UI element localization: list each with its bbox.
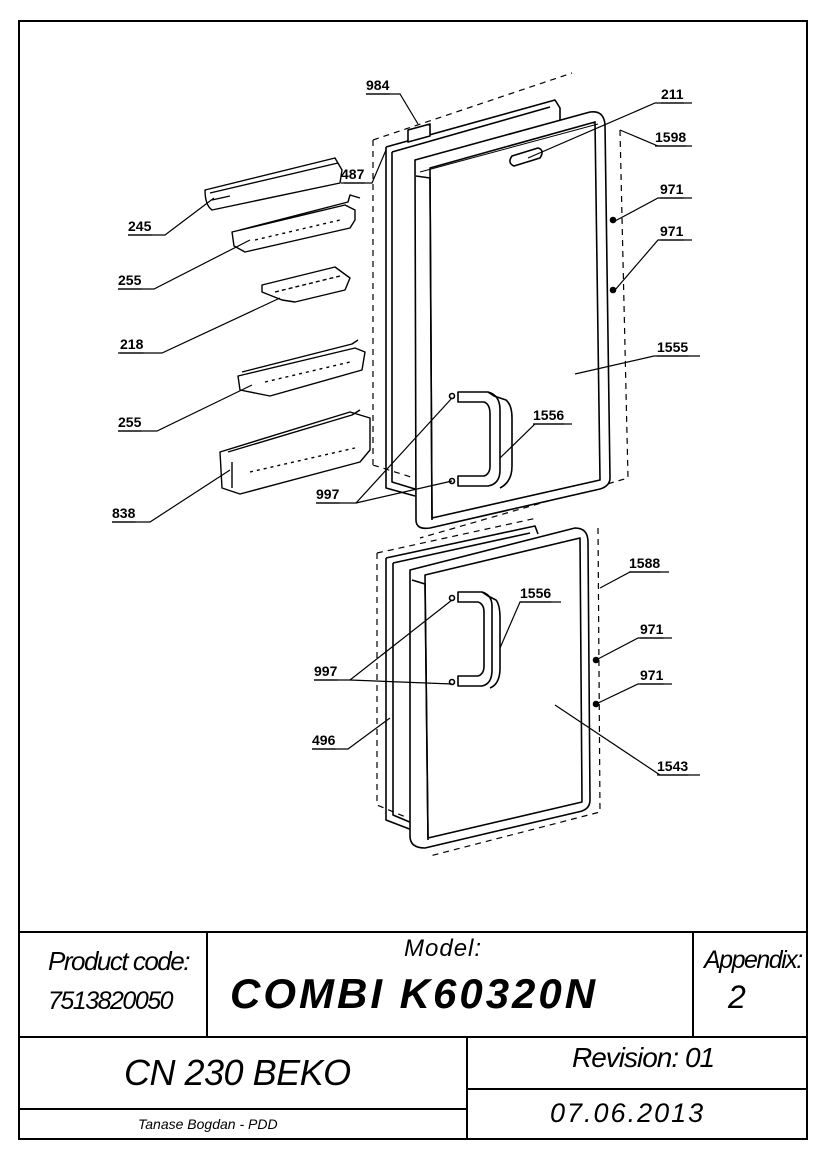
handle-1556-lower [457,591,493,687]
revision: Revision: 01 [572,1042,715,1073]
project-name: CN 230 BEKO [124,1052,351,1093]
callout-labels: 984 211 1598 487 245 971 971 255 218 155… [112,77,689,776]
callout-211: 211 [661,86,684,102]
upper-gasket-487 [385,99,561,497]
callout-1555: 1555 [657,339,688,355]
door-shelves [204,157,371,495]
divider-product-model [206,931,208,1036]
product-code-value: 7513820050 [48,987,174,1015]
model-label: Model: [404,935,483,962]
lower-door-outer [409,527,591,849]
divider-model-appendix [692,931,694,1036]
callout-1556-upper: 1556 [533,407,564,423]
callout-487: 487 [341,166,365,182]
lower-door-envelope [376,517,601,857]
author: Tanase Bogdan - PDD [138,1116,278,1132]
callout-255-middle: 255 [118,414,142,430]
callout-1556-lower: 1556 [520,585,551,601]
callout-971-b: 971 [660,223,684,239]
cover-245 [204,157,343,211]
title-block-top-rule [20,931,806,933]
callout-218: 218 [120,336,144,352]
shelf-255-middle [237,347,366,397]
date: 07.06.2013 [550,1098,706,1128]
handle-1556-upper [457,391,501,487]
callout-971-a: 971 [660,181,684,197]
exploded-parts-drawing: 984 211 1598 487 245 971 971 255 218 155… [112,72,700,857]
tab-984-part [407,123,431,143]
appendix-value: 2 [728,979,746,1015]
slot-211-part [509,147,543,167]
callout-1598: 1598 [655,129,686,145]
upper-door-envelope [372,72,629,539]
model-value: COMBI K60320N [230,970,599,1017]
lower-gasket-496 [385,525,539,831]
shelf-838-bottom [219,411,371,495]
callout-496: 496 [312,732,336,748]
callout-245: 245 [128,218,152,234]
product-code-label: Product code: [48,946,190,976]
appendix-label: Appendix: [704,946,803,974]
callout-984: 984 [366,77,390,93]
callout-255-upper: 255 [118,272,142,288]
title-block-middle-rule [20,1036,806,1038]
callout-971-d: 971 [640,667,664,683]
callout-997-upper: 997 [316,486,340,502]
callout-838: 838 [112,505,136,521]
rule-under-project [20,1108,466,1110]
callout-1588: 1588 [629,555,660,571]
callout-1543: 1543 [657,758,688,774]
callout-971-c: 971 [640,621,664,637]
callout-997-lower: 997 [314,663,338,679]
rule-under-revision [466,1088,806,1090]
lower-door-assembly [376,517,601,857]
drawing-sheet-frame: Product code: 7513820050 Model: COMBI K6… [18,20,808,1140]
